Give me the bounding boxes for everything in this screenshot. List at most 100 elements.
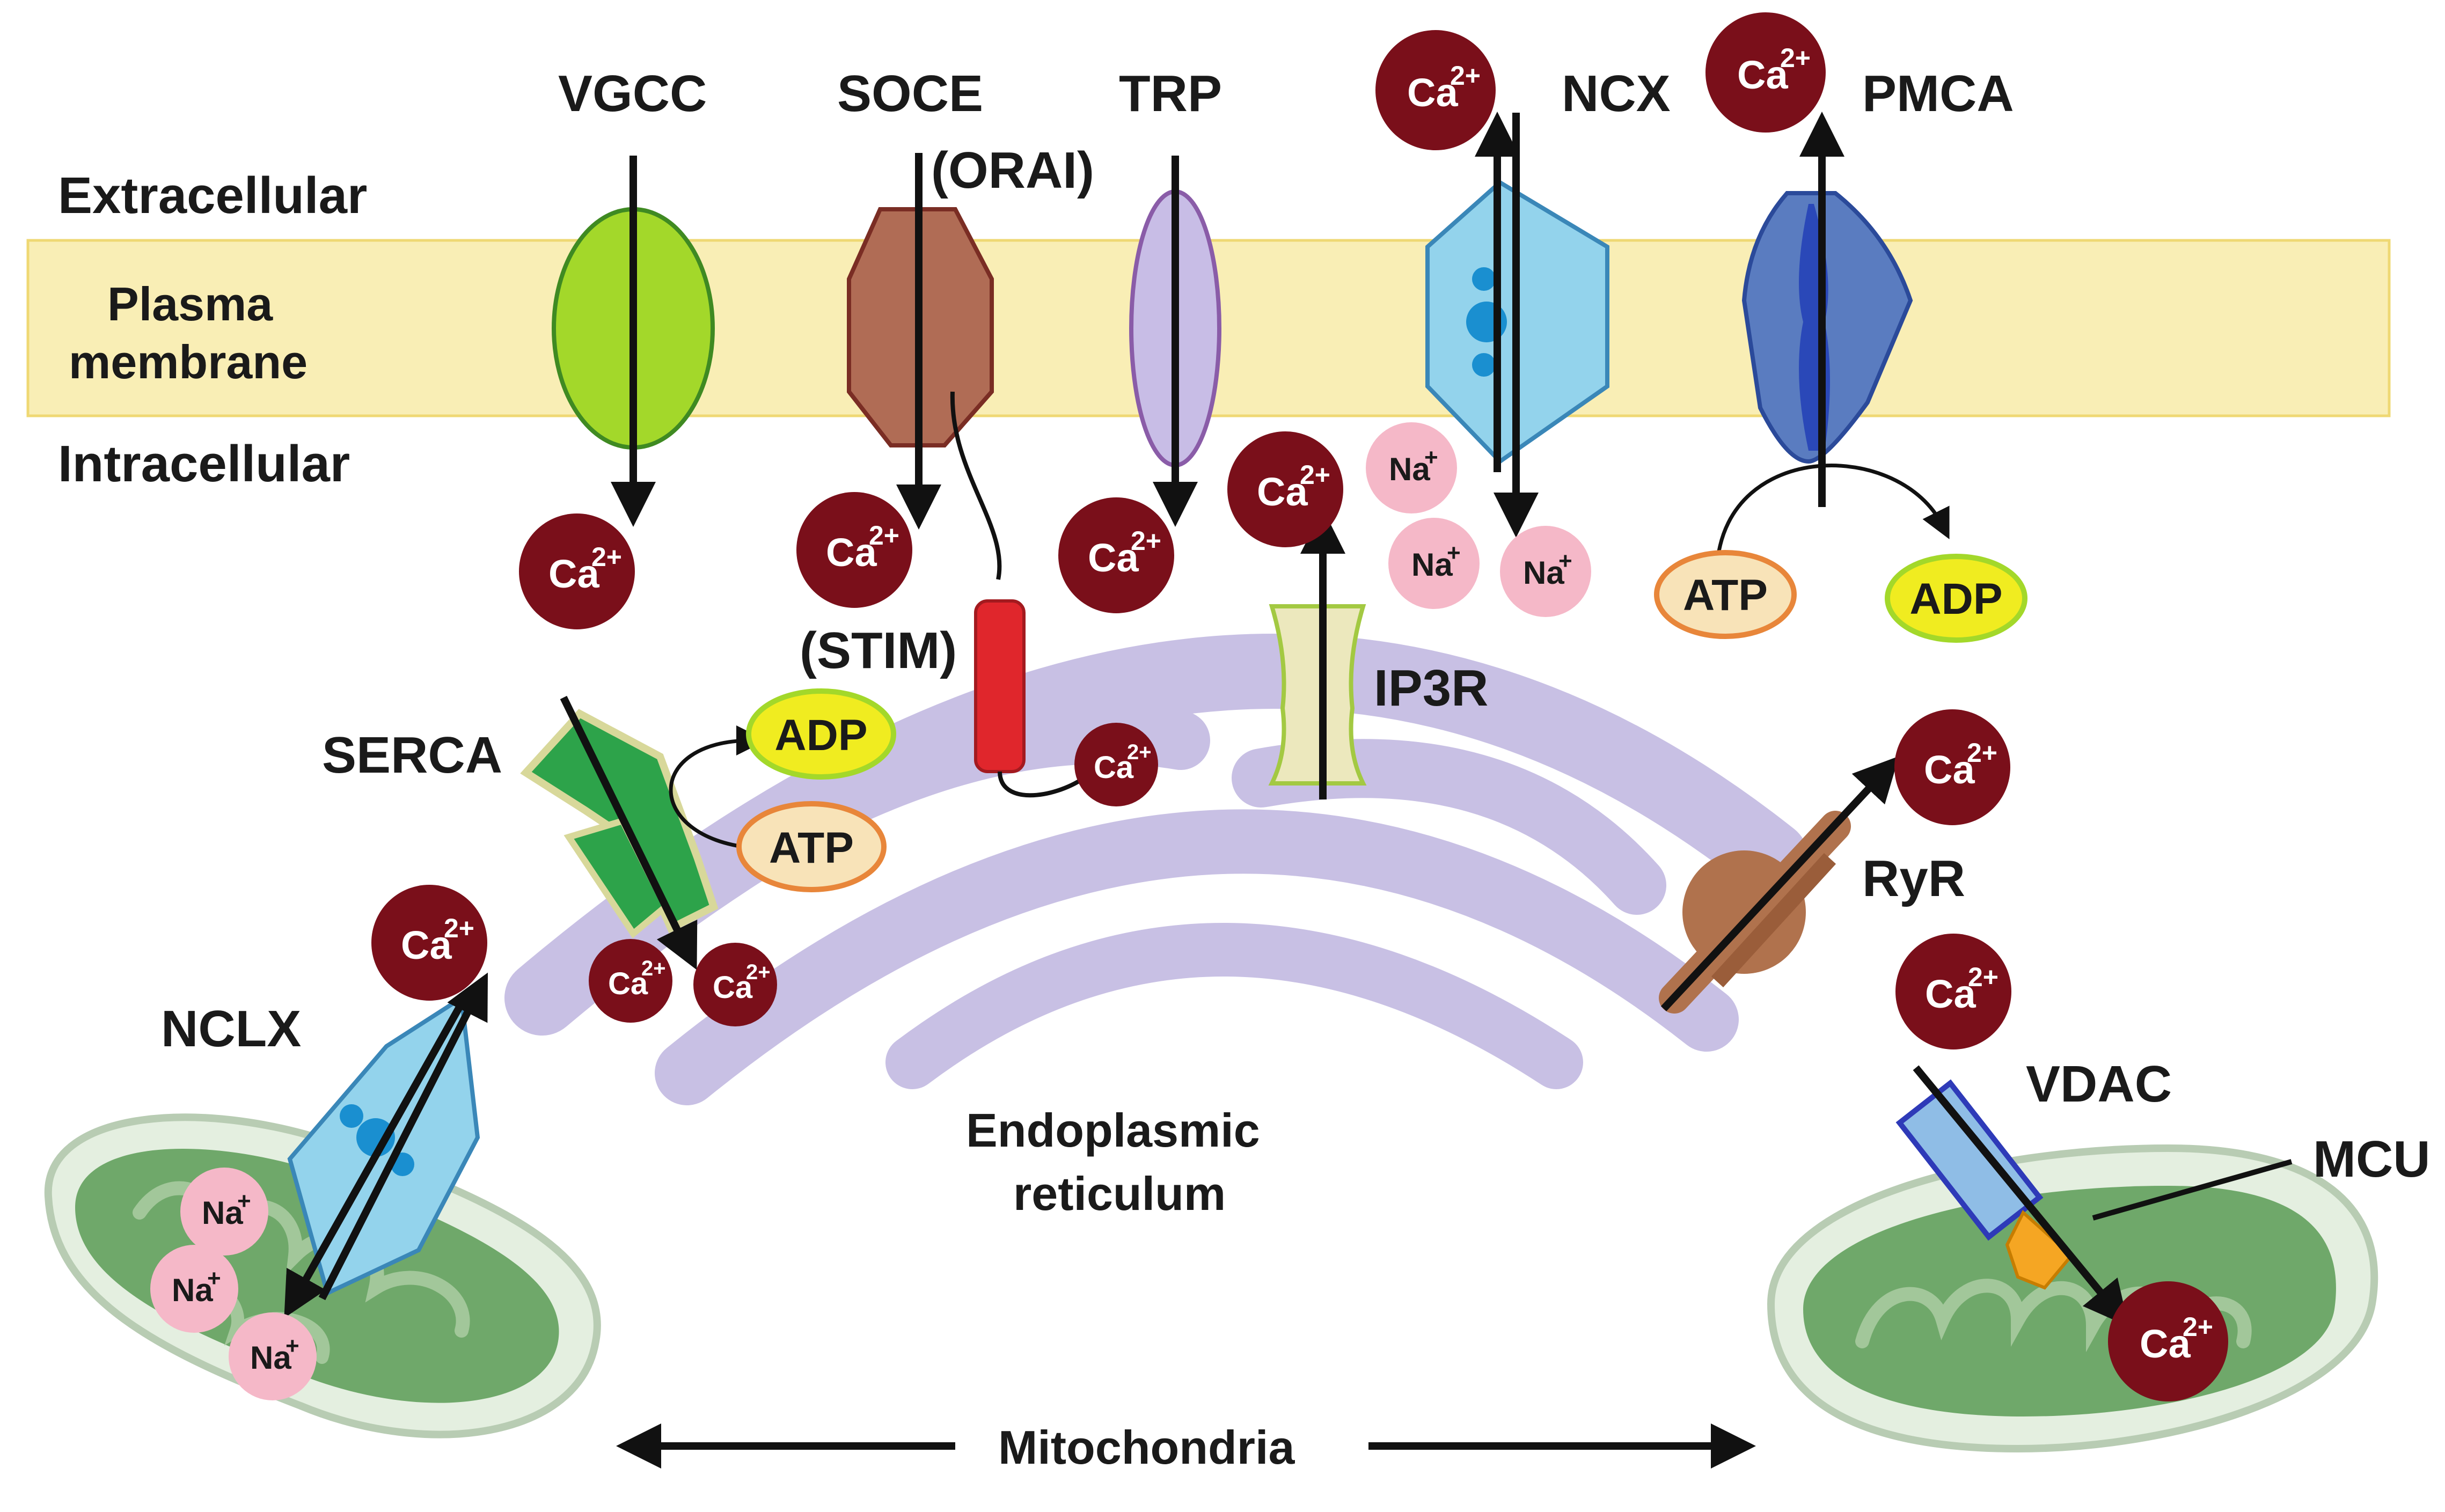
na-ion: Na+ xyxy=(229,1312,317,1400)
svg-text:Ca: Ca xyxy=(1737,53,1788,97)
svg-text:Na: Na xyxy=(1411,547,1453,583)
ca-ion: Ca2+ xyxy=(1705,12,1826,133)
nclx-arrow-out xyxy=(318,972,488,1301)
nclx-site xyxy=(340,1104,363,1128)
svg-text:Ca: Ca xyxy=(1094,750,1134,785)
ca-ion: Ca2+ xyxy=(1227,431,1343,547)
ca-ion: Ca2+ xyxy=(1058,497,1174,613)
svg-text:2+: 2+ xyxy=(444,913,474,943)
ca-ion: Ca2+ xyxy=(1375,30,1496,150)
svg-text:2+: 2+ xyxy=(2183,1312,2213,1342)
svg-text:2+: 2+ xyxy=(746,960,771,984)
svg-text:2+: 2+ xyxy=(641,957,666,980)
vdac-channel xyxy=(1895,1079,2044,1241)
svg-text:Ca: Ca xyxy=(1925,972,1976,1016)
plasma-label: Plasma xyxy=(107,277,273,331)
na-ion: Na+ xyxy=(150,1245,238,1333)
svg-text:+: + xyxy=(1424,444,1438,471)
svg-text:Na: Na xyxy=(1389,451,1430,487)
pmca-atp-arrow xyxy=(1715,464,1950,564)
adp-badge-pmca: ADP xyxy=(1885,554,2027,643)
svg-text:Ca: Ca xyxy=(1257,469,1308,514)
serca-atp-arrow xyxy=(669,725,766,850)
na-ion: Na+ xyxy=(1388,518,1480,609)
na-ion: Na+ xyxy=(180,1168,268,1256)
svg-text:Ca: Ca xyxy=(1924,747,1975,792)
na-ion: Na+ xyxy=(1366,422,1457,513)
stim-tether xyxy=(950,391,1002,580)
ncx-site xyxy=(1472,353,1496,377)
trp-label: TRP xyxy=(1119,65,1222,122)
svg-text:2+: 2+ xyxy=(1300,460,1330,490)
svg-text:Ca: Ca xyxy=(401,923,452,967)
atp-label: ATP xyxy=(769,824,854,872)
mcu-label: MCU xyxy=(2313,1131,2431,1188)
stim-tail xyxy=(998,771,1086,798)
mitochondria-label: Mitochondria xyxy=(998,1421,1295,1474)
svg-text:Na: Na xyxy=(172,1272,213,1308)
ca-ion: Ca2+ xyxy=(2108,1281,2228,1401)
intracellular-label: Intracellular xyxy=(58,435,350,493)
svg-text:2+: 2+ xyxy=(1967,738,1997,768)
vgcc-label: VGCC xyxy=(558,65,707,122)
vdac-arrow xyxy=(1913,1065,2129,1327)
mitochondrion-right xyxy=(1767,1144,2378,1453)
svg-text:Na: Na xyxy=(202,1195,243,1231)
adp-label: ADP xyxy=(774,711,867,760)
orai-label: (ORAI) xyxy=(931,142,1094,199)
svg-text:2+: 2+ xyxy=(1780,43,1811,73)
adp-badge-serca: ADP xyxy=(746,688,896,780)
atp-label: ATP xyxy=(1683,571,1768,620)
adp-label: ADP xyxy=(1909,575,2002,623)
ncx-site xyxy=(1472,267,1496,291)
svg-text:Ca: Ca xyxy=(608,966,648,1001)
ip3r-channel xyxy=(1268,604,1367,786)
svg-text:Na: Na xyxy=(250,1340,291,1376)
vdac-label: VDAC xyxy=(2026,1055,2172,1113)
extracellular-label: Extracellular xyxy=(58,167,367,224)
svg-text:2+: 2+ xyxy=(869,520,899,551)
nclx-label: NCLX xyxy=(161,1000,301,1058)
ncx-label: NCX xyxy=(1562,65,1671,122)
pmca-label: PMCA xyxy=(1862,65,2014,122)
soce-label: SOCE xyxy=(837,65,983,122)
nclx-site xyxy=(356,1118,395,1157)
svg-text:Ca: Ca xyxy=(1088,535,1139,580)
ca-ion-small: Ca2+ xyxy=(1074,723,1158,806)
atp-badge-serca: ATP xyxy=(736,801,887,892)
svg-text:2+: 2+ xyxy=(1968,962,1999,992)
svg-text:Na: Na xyxy=(1523,555,1564,591)
stim-protein xyxy=(974,599,1026,773)
svg-text:Ca: Ca xyxy=(2140,1322,2191,1366)
nclx-arrow-in xyxy=(284,1001,465,1318)
svg-text:+: + xyxy=(1447,540,1461,566)
serca-label: SERCA xyxy=(322,726,502,784)
atp-badge-pmca: ATP xyxy=(1654,550,1797,639)
ca-ion: Ca2+ xyxy=(796,492,912,608)
svg-text:+: + xyxy=(1558,548,1572,574)
svg-text:+: + xyxy=(207,1265,221,1291)
svg-text:Ca: Ca xyxy=(1407,70,1458,115)
svg-text:Ca: Ca xyxy=(548,552,599,596)
serca-arrow xyxy=(560,695,698,970)
svg-text:+: + xyxy=(237,1188,251,1214)
svg-text:+: + xyxy=(286,1333,299,1359)
mcu-pointer xyxy=(2092,1159,2293,1221)
er-label-line1: Endoplasmic xyxy=(966,1104,1260,1157)
ca-ion-small: Ca2+ xyxy=(693,943,777,1026)
svg-text:Ca: Ca xyxy=(826,530,877,575)
ca-ion: Ca2+ xyxy=(1895,934,2011,1049)
ryr-arrow xyxy=(1660,756,1899,1011)
svg-text:2+: 2+ xyxy=(1131,526,1161,556)
stim-label: (STIM) xyxy=(800,622,957,679)
ip3r-label: IP3R xyxy=(1374,659,1488,717)
svg-text:2+: 2+ xyxy=(1127,740,1152,764)
membrane-label: membrane xyxy=(69,335,308,388)
ca-ion: Ca2+ xyxy=(519,513,635,629)
er-label-line2: reticulum xyxy=(1013,1167,1226,1220)
svg-text:2+: 2+ xyxy=(1450,61,1481,91)
ca-ion-small: Ca2+ xyxy=(589,939,672,1023)
ryr-label: RyR xyxy=(1862,850,1965,907)
svg-text:Ca: Ca xyxy=(713,970,753,1005)
